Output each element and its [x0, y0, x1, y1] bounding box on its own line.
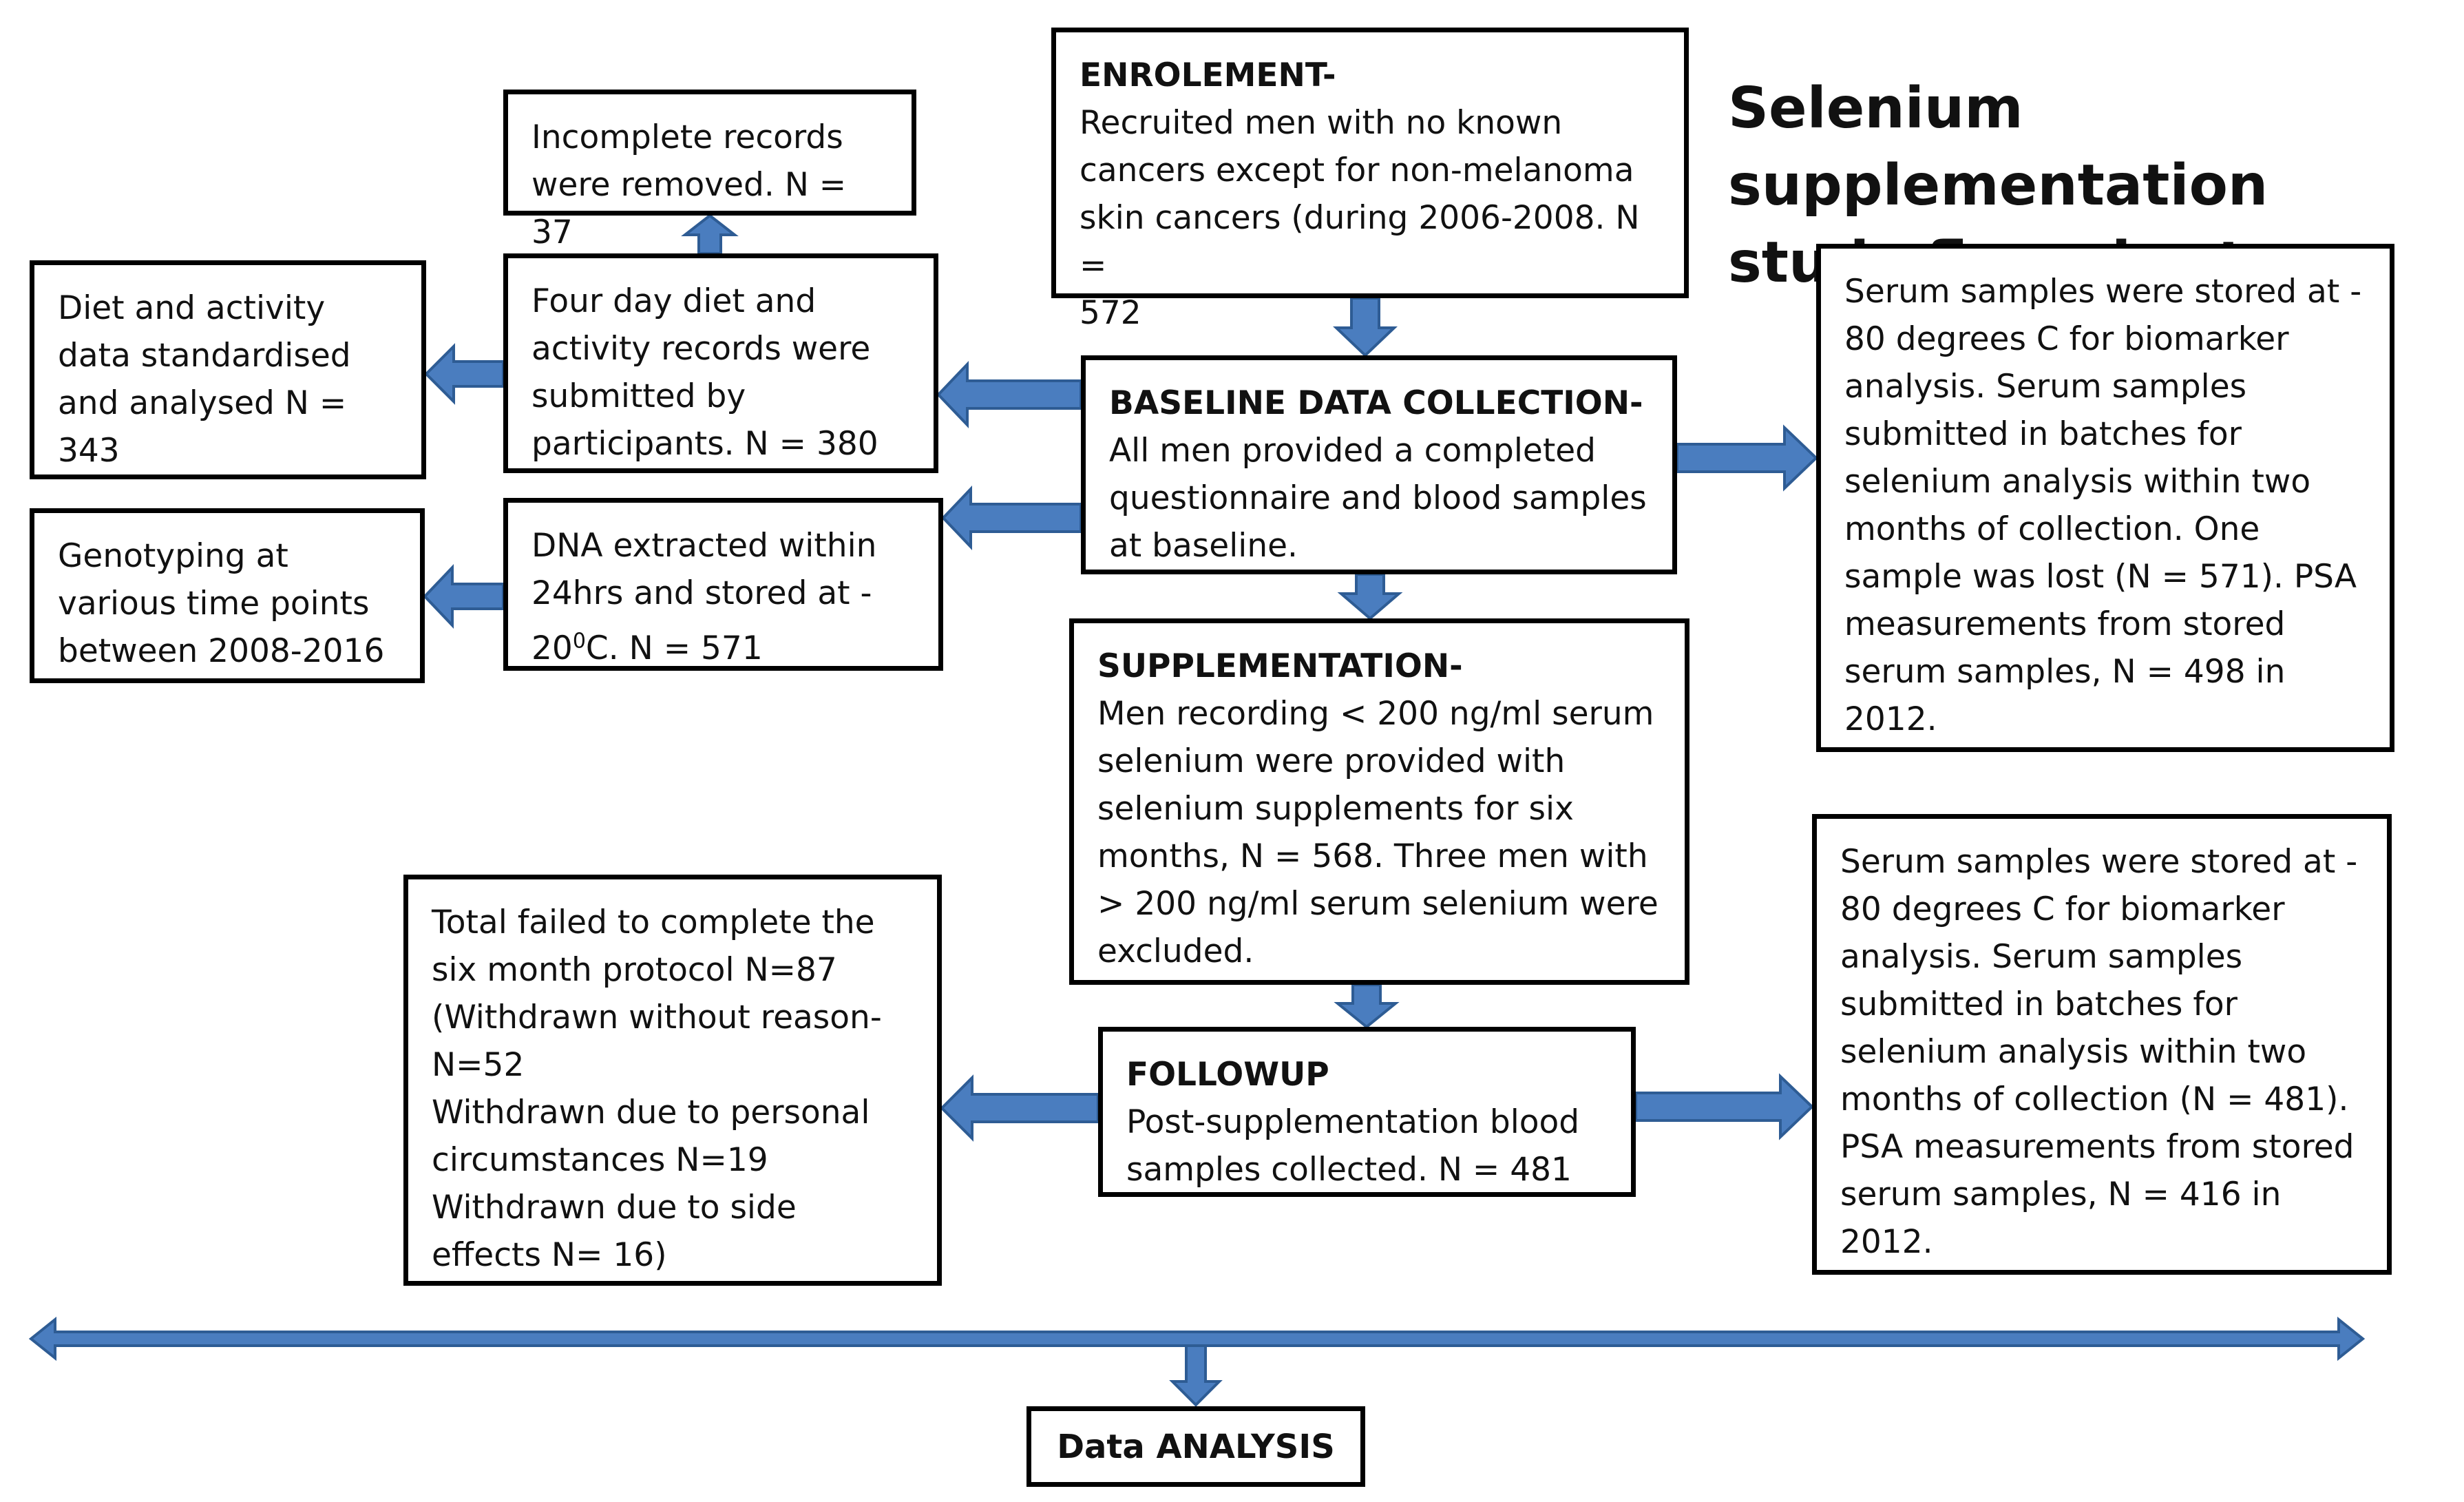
- enrolment-text: Recruited men with no known cancers exce…: [1080, 104, 1640, 332]
- withdrawal-box: Total failed to complete the six month p…: [403, 875, 942, 1286]
- supplementation-box: SUPPLEMENTATION- Men recording < 200 ng/…: [1069, 618, 1689, 985]
- baseline-box: BASELINE DATA COLLECTION- All men provid…: [1081, 355, 1677, 574]
- data-analysis-box: Data ANALYSIS: [1026, 1406, 1365, 1487]
- serum-storage-text-1: Serum samples were stored at - 80 degree…: [1844, 273, 2362, 738]
- arrow-supplementation-to-followup: [1334, 983, 1400, 1029]
- followup-heading: FOLLOWUP: [1126, 1056, 1329, 1094]
- four-day-records-text: Four day diet and activity records were …: [531, 282, 878, 463]
- incomplete-records-box: Incomplete records were removed. N = 37: [503, 90, 916, 251]
- genotyping-text: Genotyping at various time points betwee…: [58, 537, 385, 670]
- enrolment-box: ENROLEMENT- Recruited men with no known …: [1051, 28, 1689, 332]
- arrow-baseline-to-supplementation: [1337, 573, 1403, 620]
- dna-extraction-text: DNA extracted within 24hrs and stored at…: [531, 527, 877, 667]
- diet-activity-text: Diet and activity data standardised and …: [58, 289, 351, 470]
- diet-activity-box: Diet and activity data standardised and …: [30, 260, 426, 479]
- incomplete-records-text: Incomplete records were removed. N = 37: [531, 118, 847, 251]
- serum-storage-box-2: Serum samples were stored at - 80 degree…: [1812, 814, 2392, 1275]
- arrow-four-day-to-diet: [424, 343, 505, 405]
- followup-box: FOLLOWUP Post-supplementation blood samp…: [1098, 1027, 1636, 1197]
- four-day-records-box: Four day diet and activity records were …: [503, 253, 938, 473]
- dna-extraction-box: DNA extracted within 24hrs and stored at…: [503, 498, 943, 671]
- supplementation-heading: SUPPLEMENTATION-: [1097, 647, 1463, 685]
- arrow-dna-to-genotyping: [423, 564, 505, 629]
- arrow-to-data-analysis: [1169, 1344, 1223, 1407]
- arrow-baseline-to-four-day: [936, 361, 1082, 428]
- arrow-baseline-to-serum-1: [1676, 424, 1818, 492]
- arrow-baseline-to-dna: [941, 486, 1082, 550]
- enrolment-heading: ENROLEMENT-: [1080, 56, 1336, 94]
- followup-text: Post-supplementation blood samples colle…: [1126, 1103, 1580, 1189]
- arrow-to-incomplete-records: [681, 213, 739, 255]
- withdrawal-text: Total failed to complete the six month p…: [432, 904, 882, 1274]
- arrow-enrolment-to-baseline: [1333, 297, 1398, 357]
- serum-storage-text-2: Serum samples were stored at - 80 degree…: [1840, 843, 2358, 1261]
- genotyping-box: Genotyping at various time points betwee…: [30, 508, 425, 683]
- arrow-followup-to-serum-2: [1634, 1073, 1814, 1140]
- arrow-followup-to-withdrawal: [940, 1074, 1099, 1142]
- serum-storage-box-1: Serum samples were stored at - 80 degree…: [1816, 244, 2394, 752]
- baseline-text: All men provided a completed questionnai…: [1109, 432, 1647, 565]
- timeline-double-arrow: [28, 1316, 2366, 1362]
- supplementation-text: Men recording < 200 ng/ml serum selenium…: [1097, 695, 1659, 970]
- baseline-heading: BASELINE DATA COLLECTION-: [1109, 384, 1643, 422]
- data-analysis-label: Data ANALYSIS: [1057, 1428, 1335, 1466]
